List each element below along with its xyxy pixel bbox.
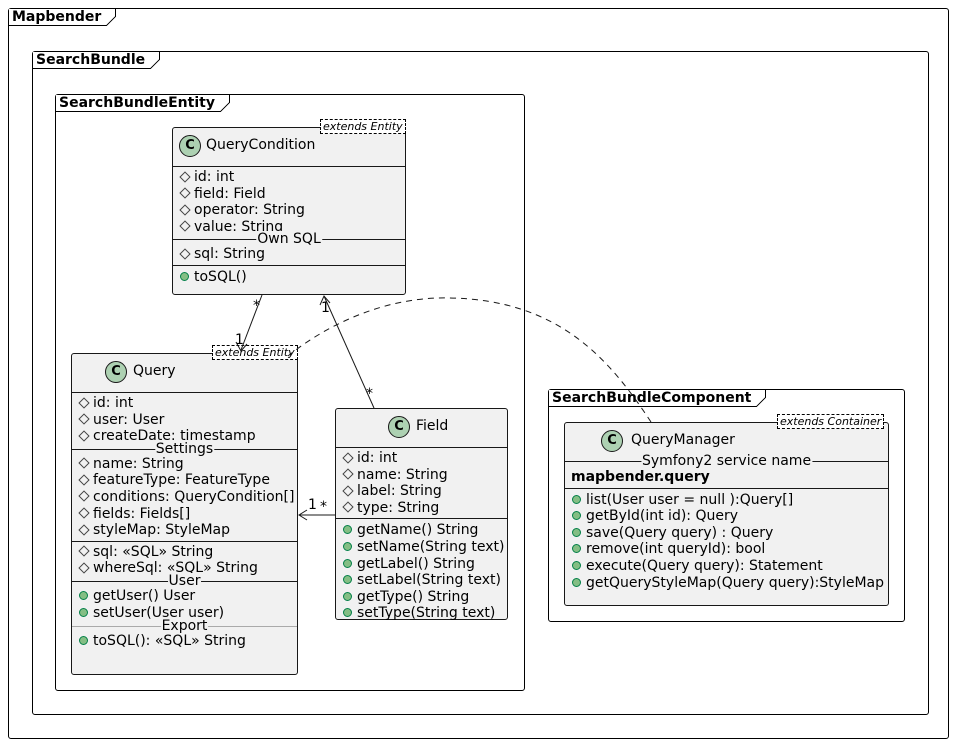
field-row: label: String bbox=[342, 483, 507, 500]
field-row: type: String bbox=[342, 500, 507, 517]
method-row: list(User user = null ):Query[] bbox=[571, 492, 888, 509]
section-separator: User bbox=[72, 572, 297, 589]
class-header: C QueryManager extends Container bbox=[565, 414, 888, 461]
field-row: operator: String bbox=[179, 202, 405, 219]
section-label: Symfony2 service name bbox=[640, 453, 813, 469]
field-row: sql: «SQL» String bbox=[78, 544, 297, 561]
multiplicity-label: * bbox=[366, 386, 373, 402]
field-row: conditions: QueryCondition[] bbox=[78, 489, 297, 506]
method-row: getLabel() String bbox=[342, 556, 507, 573]
class-header: C QueryCondition extends Entity bbox=[173, 119, 406, 166]
mapbender-frame: Mapbender bbox=[8, 8, 949, 739]
method-row: getById(int id): Query bbox=[571, 508, 888, 525]
field-row: featureType: FeatureType bbox=[78, 472, 297, 489]
class-stereotype: extends Entity bbox=[320, 119, 406, 134]
edge-querycondition-query bbox=[240, 294, 263, 351]
field-row: fields: Fields[] bbox=[78, 506, 297, 523]
multiplicity-label: 1 bbox=[235, 332, 244, 348]
arrowhead bbox=[298, 509, 308, 521]
service-name: mapbender.query bbox=[571, 469, 710, 485]
method-row: save(Query query) : Query bbox=[571, 525, 888, 542]
multiplicity-label: 1 bbox=[308, 497, 317, 513]
method-row: getName() String bbox=[342, 522, 507, 539]
section-label: Settings bbox=[154, 440, 215, 457]
method-row: setType(String text) bbox=[342, 605, 507, 622]
class-querycondition: C QueryCondition extends Entity id: int … bbox=[172, 119, 406, 295]
class-c-icon: C bbox=[105, 361, 127, 383]
section-label: Export bbox=[160, 618, 209, 635]
field-row: sql: String bbox=[179, 246, 405, 263]
searchbundleentity-frame-title: SearchBundleEntity bbox=[56, 95, 230, 112]
field-row: name: String bbox=[342, 467, 507, 484]
searchbundlecomponent-frame: SearchBundleComponent bbox=[548, 389, 905, 622]
multiplicity-label: 1 bbox=[321, 300, 330, 316]
mapbender-frame-title: Mapbender bbox=[9, 9, 117, 26]
method-row: toSQL(): «SQL» String bbox=[78, 633, 297, 650]
section-label: Own SQL bbox=[256, 231, 322, 248]
method-row: getQueryStyleMap(Query query):StyleMap bbox=[571, 575, 888, 592]
method-row: setName(String text) bbox=[342, 539, 507, 556]
edge-querymanager-query-dashed bbox=[287, 297, 652, 423]
class-name: Field bbox=[416, 418, 449, 434]
field-row: field: Field bbox=[179, 186, 405, 203]
edge-field-querycondition bbox=[323, 295, 375, 409]
field-row: id: int bbox=[342, 450, 507, 467]
section-label: User bbox=[167, 572, 202, 589]
class-c-icon: C bbox=[179, 135, 201, 157]
class-query: C Query extends Entity id: int user: Use… bbox=[71, 345, 298, 675]
section-separator: Own SQL bbox=[173, 231, 405, 248]
section-separator: Settings bbox=[72, 440, 297, 457]
method-row: execute(Query query): Statement bbox=[571, 558, 888, 575]
class-c-icon: C bbox=[601, 430, 623, 452]
field-row: id: int bbox=[179, 169, 405, 186]
arrowhead bbox=[235, 341, 248, 352]
section-separator: Symfony2 service name bbox=[565, 453, 888, 469]
multiplicity-label: * bbox=[253, 298, 260, 314]
searchbundleentity-frame: SearchBundleEntity bbox=[55, 94, 525, 691]
searchbundlecomponent-frame-title: SearchBundleComponent bbox=[549, 390, 767, 407]
class-header: C Field bbox=[336, 409, 507, 447]
field-row: id: int bbox=[78, 395, 297, 412]
class-header: C Query extends Entity bbox=[72, 345, 298, 392]
class-name: Query bbox=[133, 363, 176, 379]
field-row: createDate: timestamp bbox=[78, 428, 297, 445]
multiplicity-label: * bbox=[320, 499, 327, 515]
searchbundle-frame-title: SearchBundle bbox=[33, 52, 161, 69]
field-row: name: String bbox=[78, 456, 297, 473]
method-row: setLabel(String text) bbox=[342, 572, 507, 589]
method-row: setUser(User user) bbox=[78, 605, 297, 622]
method-row: getUser() User bbox=[78, 588, 297, 605]
class-stereotype: extends Container bbox=[777, 414, 885, 429]
field-row: user: User bbox=[78, 412, 297, 429]
arrowhead bbox=[319, 295, 331, 306]
section-separator: Export bbox=[72, 618, 297, 635]
field-row: value: String bbox=[179, 219, 405, 236]
class-name: QueryCondition bbox=[206, 137, 316, 153]
class-querymanager: C QueryManager extends Container Symfony… bbox=[564, 414, 889, 606]
class-name: QueryManager bbox=[631, 432, 735, 448]
method-row: toSQL() bbox=[179, 269, 405, 286]
class-c-icon: C bbox=[388, 416, 410, 438]
field-row: styleMap: StyleMap bbox=[78, 522, 297, 539]
field-row: whereSql: «SQL» String bbox=[78, 560, 297, 577]
class-field: C Field id: int name: String label: Stri… bbox=[335, 408, 508, 622]
searchbundle-frame: SearchBundle bbox=[32, 51, 929, 715]
class-stereotype: extends Entity bbox=[212, 345, 298, 360]
method-row: getType() String bbox=[342, 589, 507, 606]
method-row: remove(int queryId): bool bbox=[571, 541, 888, 558]
